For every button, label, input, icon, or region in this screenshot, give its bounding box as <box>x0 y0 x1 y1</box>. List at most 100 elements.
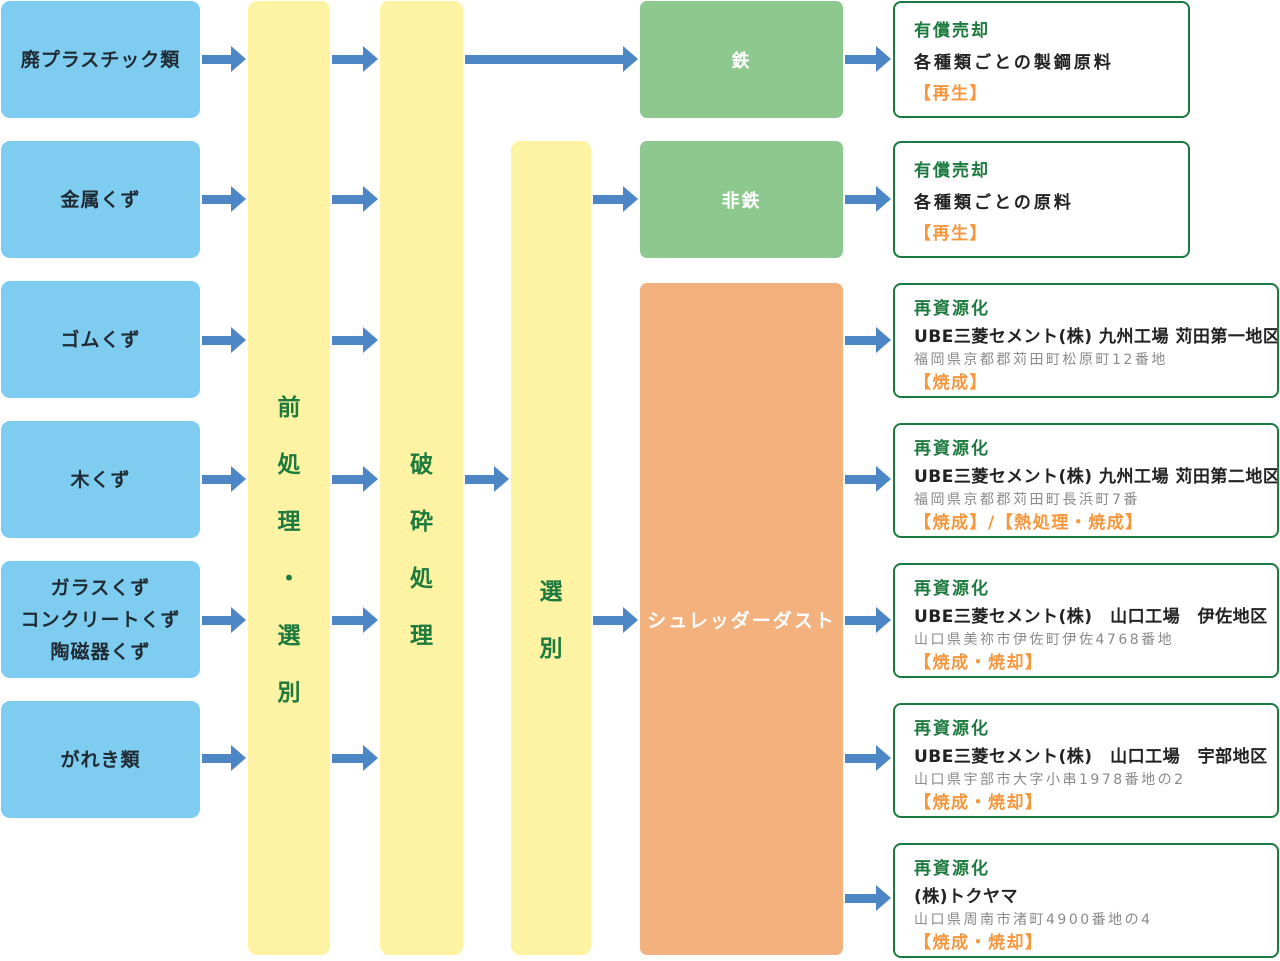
arrow-rubber-scrap-to-pretreatment-sorting <box>202 327 246 353</box>
destination-address: 山口県周南市渚町4900番地の4 <box>914 912 1153 928</box>
arrow-head <box>231 466 246 492</box>
arrow-shaft <box>845 335 878 345</box>
destination-method: 【再生】 <box>914 84 988 104</box>
destination-category: 再資源化 <box>914 439 990 459</box>
destination-title: UBE三菱セメント(株) 山口工場 宇部地区 <box>914 747 1268 767</box>
arrow-head <box>363 46 378 72</box>
destination-title: (株)トクヤマ <box>914 887 1019 907</box>
arrow-head <box>876 327 891 353</box>
arrow-head <box>363 745 378 771</box>
arrow-shaft <box>845 474 878 484</box>
arrow-iron-to-dest-1 <box>845 46 891 72</box>
iron-label: 鉄 <box>731 50 752 72</box>
source-label: ガラスくず コンクリートくず 陶磁器くず <box>20 576 181 663</box>
destination-title: 各種類ごとの製鋼原料 <box>914 53 1114 73</box>
arrow-head <box>231 186 246 212</box>
arrow-head <box>876 607 891 633</box>
arrow-shaft <box>465 474 496 484</box>
shredder-dust-label: シュレッダーダスト <box>647 609 836 632</box>
arrow-wood-scrap-to-pretreatment-sorting <box>202 466 246 492</box>
arrow-shaft <box>332 335 365 345</box>
arrow-shredder-dust-to-dest-4 <box>845 466 891 492</box>
arrow-head <box>876 745 891 771</box>
destination-title: UBE三菱セメント(株) 九州工場 苅田第二地区 <box>914 467 1279 487</box>
destination-method: 【焼成・焼却】 <box>914 653 1044 673</box>
arrow-shaft <box>202 753 233 763</box>
non-ferrous-label: 非鉄 <box>721 190 762 212</box>
source-box-metal-scrap: 金属くず <box>1 141 200 258</box>
destination-title: UBE三菱セメント(株) 山口工場 伊佐地区 <box>914 607 1268 627</box>
arrow-shaft <box>332 194 365 204</box>
destination-category: 再資源化 <box>914 859 990 879</box>
process-column-sorting: 選別 <box>511 141 591 955</box>
arrow-pretreatment-sorting-to-crushing <box>332 466 378 492</box>
destination-method: 【焼成】 <box>914 373 988 393</box>
arrow-shaft <box>202 335 233 345</box>
arrow-shaft <box>202 474 233 484</box>
destination-method: 【再生】 <box>914 224 988 244</box>
arrow-shaft <box>845 194 878 204</box>
arrow-pretreatment-sorting-to-crushing <box>332 745 378 771</box>
arrow-pretreatment-sorting-to-crushing <box>332 607 378 633</box>
source-box-wood-scrap: 木くず <box>1 421 200 538</box>
arrow-sorting-to-non-ferrous <box>593 186 638 212</box>
destination-category: 有償売却 <box>914 21 990 41</box>
arrow-head <box>876 885 891 911</box>
arrow-pretreatment-sorting-to-crushing <box>332 46 378 72</box>
arrow-shaft <box>845 615 878 625</box>
arrow-head <box>231 46 246 72</box>
arrow-shaft <box>332 753 365 763</box>
destination-address: 福岡県京都郡苅田町松原町12番地 <box>914 352 1168 368</box>
process-column-crushing: 破砕処理 <box>380 1 463 955</box>
arrow-crushing-to-sorting <box>465 466 509 492</box>
arrow-shredder-dust-to-dest-6 <box>845 745 891 771</box>
destination-title: 各種類ごとの原料 <box>914 193 1074 213</box>
arrow-shaft <box>845 54 878 64</box>
arrow-debris-to-pretreatment-sorting <box>202 745 246 771</box>
process-column-pretreatment-sorting: 前処理・選別 <box>248 1 330 955</box>
arrow-head <box>363 186 378 212</box>
source-label: 木くず <box>70 468 131 491</box>
arrow-shaft <box>593 194 625 204</box>
arrow-metal-scrap-to-pretreatment-sorting <box>202 186 246 212</box>
arrow-head <box>231 607 246 633</box>
source-label: ゴムくず <box>60 328 141 351</box>
arrow-head <box>876 46 891 72</box>
source-box-debris: がれき類 <box>1 701 200 818</box>
destination-box-dest-1: 有償売却各種類ごとの製鋼原料【再生】 <box>893 1 1190 118</box>
destination-box-dest-7: 再資源化 (株)トクヤマ山口県周南市渚町4900番地の4 【焼成・焼却】 <box>893 843 1279 958</box>
arrow-head <box>494 466 509 492</box>
source-label: 廃プラスチック類 <box>20 48 181 71</box>
arrow-head <box>623 46 638 72</box>
destination-method: 【焼成・焼却】 <box>914 793 1044 813</box>
arrow-head <box>363 466 378 492</box>
destination-method: 【焼成・焼却】 <box>914 933 1044 953</box>
arrow-head <box>363 607 378 633</box>
arrow-non-ferrous-to-dest-2 <box>845 186 891 212</box>
arrow-crushing-to-iron <box>465 46 638 72</box>
arrow-shaft <box>332 615 365 625</box>
arrow-head <box>876 186 891 212</box>
destination-method: 【焼成】/【熱処理・焼成】 <box>914 513 1144 533</box>
arrow-shaft <box>845 893 878 903</box>
arrow-shaft <box>332 474 365 484</box>
arrow-shredder-dust-to-dest-3 <box>845 327 891 353</box>
arrow-head <box>623 607 638 633</box>
process-column-label: 破砕処理 <box>410 452 433 649</box>
arrow-shredder-dust-to-dest-5 <box>845 607 891 633</box>
destination-category: 有償売却 <box>914 161 990 181</box>
source-box-rubber-scrap: ゴムくず <box>1 281 200 398</box>
destination-box-dest-4: 再資源化 UBE三菱セメント(株) 九州工場 苅田第二地区福岡県京都郡苅田町長浜町… <box>893 423 1279 538</box>
arrow-head <box>363 327 378 353</box>
source-box-waste-plastics: 廃プラスチック類 <box>1 1 200 118</box>
arrow-pretreatment-sorting-to-crushing <box>332 327 378 353</box>
arrow-head <box>623 186 638 212</box>
arrow-shaft <box>332 54 365 64</box>
arrow-shaft <box>593 615 625 625</box>
arrow-waste-plastics-to-pretreatment-sorting <box>202 46 246 72</box>
destination-address: 福岡県京都郡苅田町長浜町7番 <box>914 492 1140 508</box>
arrow-head <box>231 745 246 771</box>
